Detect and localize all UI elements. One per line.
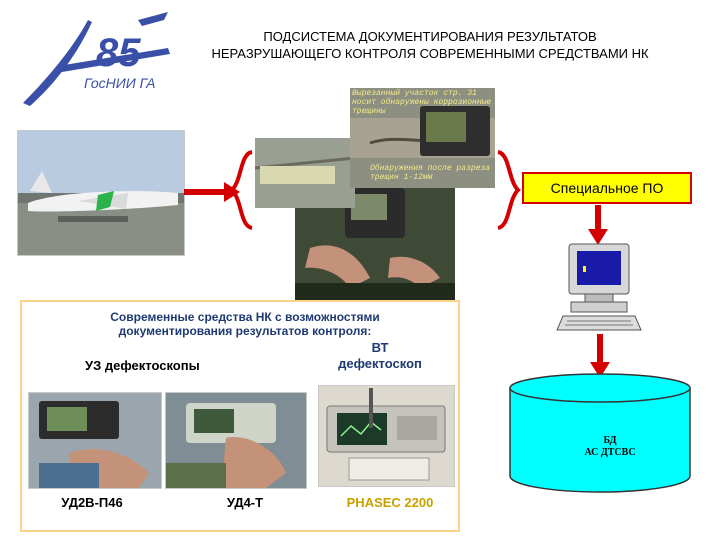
hand-left bbox=[305, 245, 370, 288]
panel-heading-line2: документирования результатов контроля: bbox=[118, 324, 372, 338]
group-vt-line2: дефектоскоп bbox=[338, 356, 422, 371]
title-line-1: ПОДСИСТЕМА ДОКУМЕНТИРОВАНИЯ РЕЗУЛЬТАТОВ bbox=[263, 29, 597, 44]
database-label-line1: БД bbox=[603, 435, 617, 446]
hand-right bbox=[388, 256, 440, 288]
device-photo-ud2v bbox=[28, 392, 162, 489]
arrow-computer-to-db bbox=[590, 334, 610, 378]
crack-note-bottom: Обнаружения после разреза трещин 1-12мм bbox=[370, 164, 491, 182]
title-line-2: НЕРАЗРУШАЮЩЕГО КОНТРОЛЯ СОВРЕМЕННЫМИ СРЕ… bbox=[211, 46, 649, 61]
special-software-label: Специальное ПО bbox=[550, 180, 664, 196]
gosniiga-logo: 85 ГосНИИ ГА bbox=[23, 12, 170, 106]
database-label-line2: АС ДТСВС bbox=[584, 447, 636, 458]
airplane-photo bbox=[17, 130, 185, 256]
special-software-box: Специальное ПО bbox=[522, 172, 692, 204]
device-photo-ud4t bbox=[165, 392, 307, 489]
plane-icon bbox=[138, 12, 168, 26]
device-label-ud4t: УД4-Т bbox=[226, 495, 264, 510]
device-photo-phasec bbox=[318, 385, 455, 487]
arrow-software-to-computer bbox=[588, 205, 608, 245]
logo-name: ГосНИИ ГА bbox=[84, 75, 156, 91]
crack-note-top: Вырезанный участок стр. 31 носит обнаруж… bbox=[352, 89, 492, 116]
device-label-phasec: PHASEC 2200 bbox=[346, 495, 434, 510]
page-title: ПОДСИСТЕМА ДОКУМЕНТИРОВАНИЯ РЕЗУЛЬТАТОВ … bbox=[150, 28, 710, 62]
logo-number: 85 bbox=[96, 31, 141, 75]
photo-collage bbox=[254, 88, 495, 303]
panel-heading-line1: Современные средства НК с возможностями bbox=[110, 310, 380, 324]
computer-icon bbox=[556, 243, 642, 331]
right-brace bbox=[497, 150, 521, 230]
device-label-ud2v: УД2В-П46 bbox=[61, 495, 123, 510]
database-cylinder bbox=[509, 373, 691, 493]
group-ut-label: УЗ дефектоскопы bbox=[85, 358, 200, 373]
left-brace bbox=[229, 150, 253, 230]
group-vt-label: ВТ дефектоскоп bbox=[330, 340, 430, 372]
database-label: БД АС ДТСВС bbox=[560, 435, 660, 459]
group-vt-line1: ВТ bbox=[371, 340, 389, 355]
panel-heading: Современные средства НК с возможностями … bbox=[60, 310, 430, 338]
